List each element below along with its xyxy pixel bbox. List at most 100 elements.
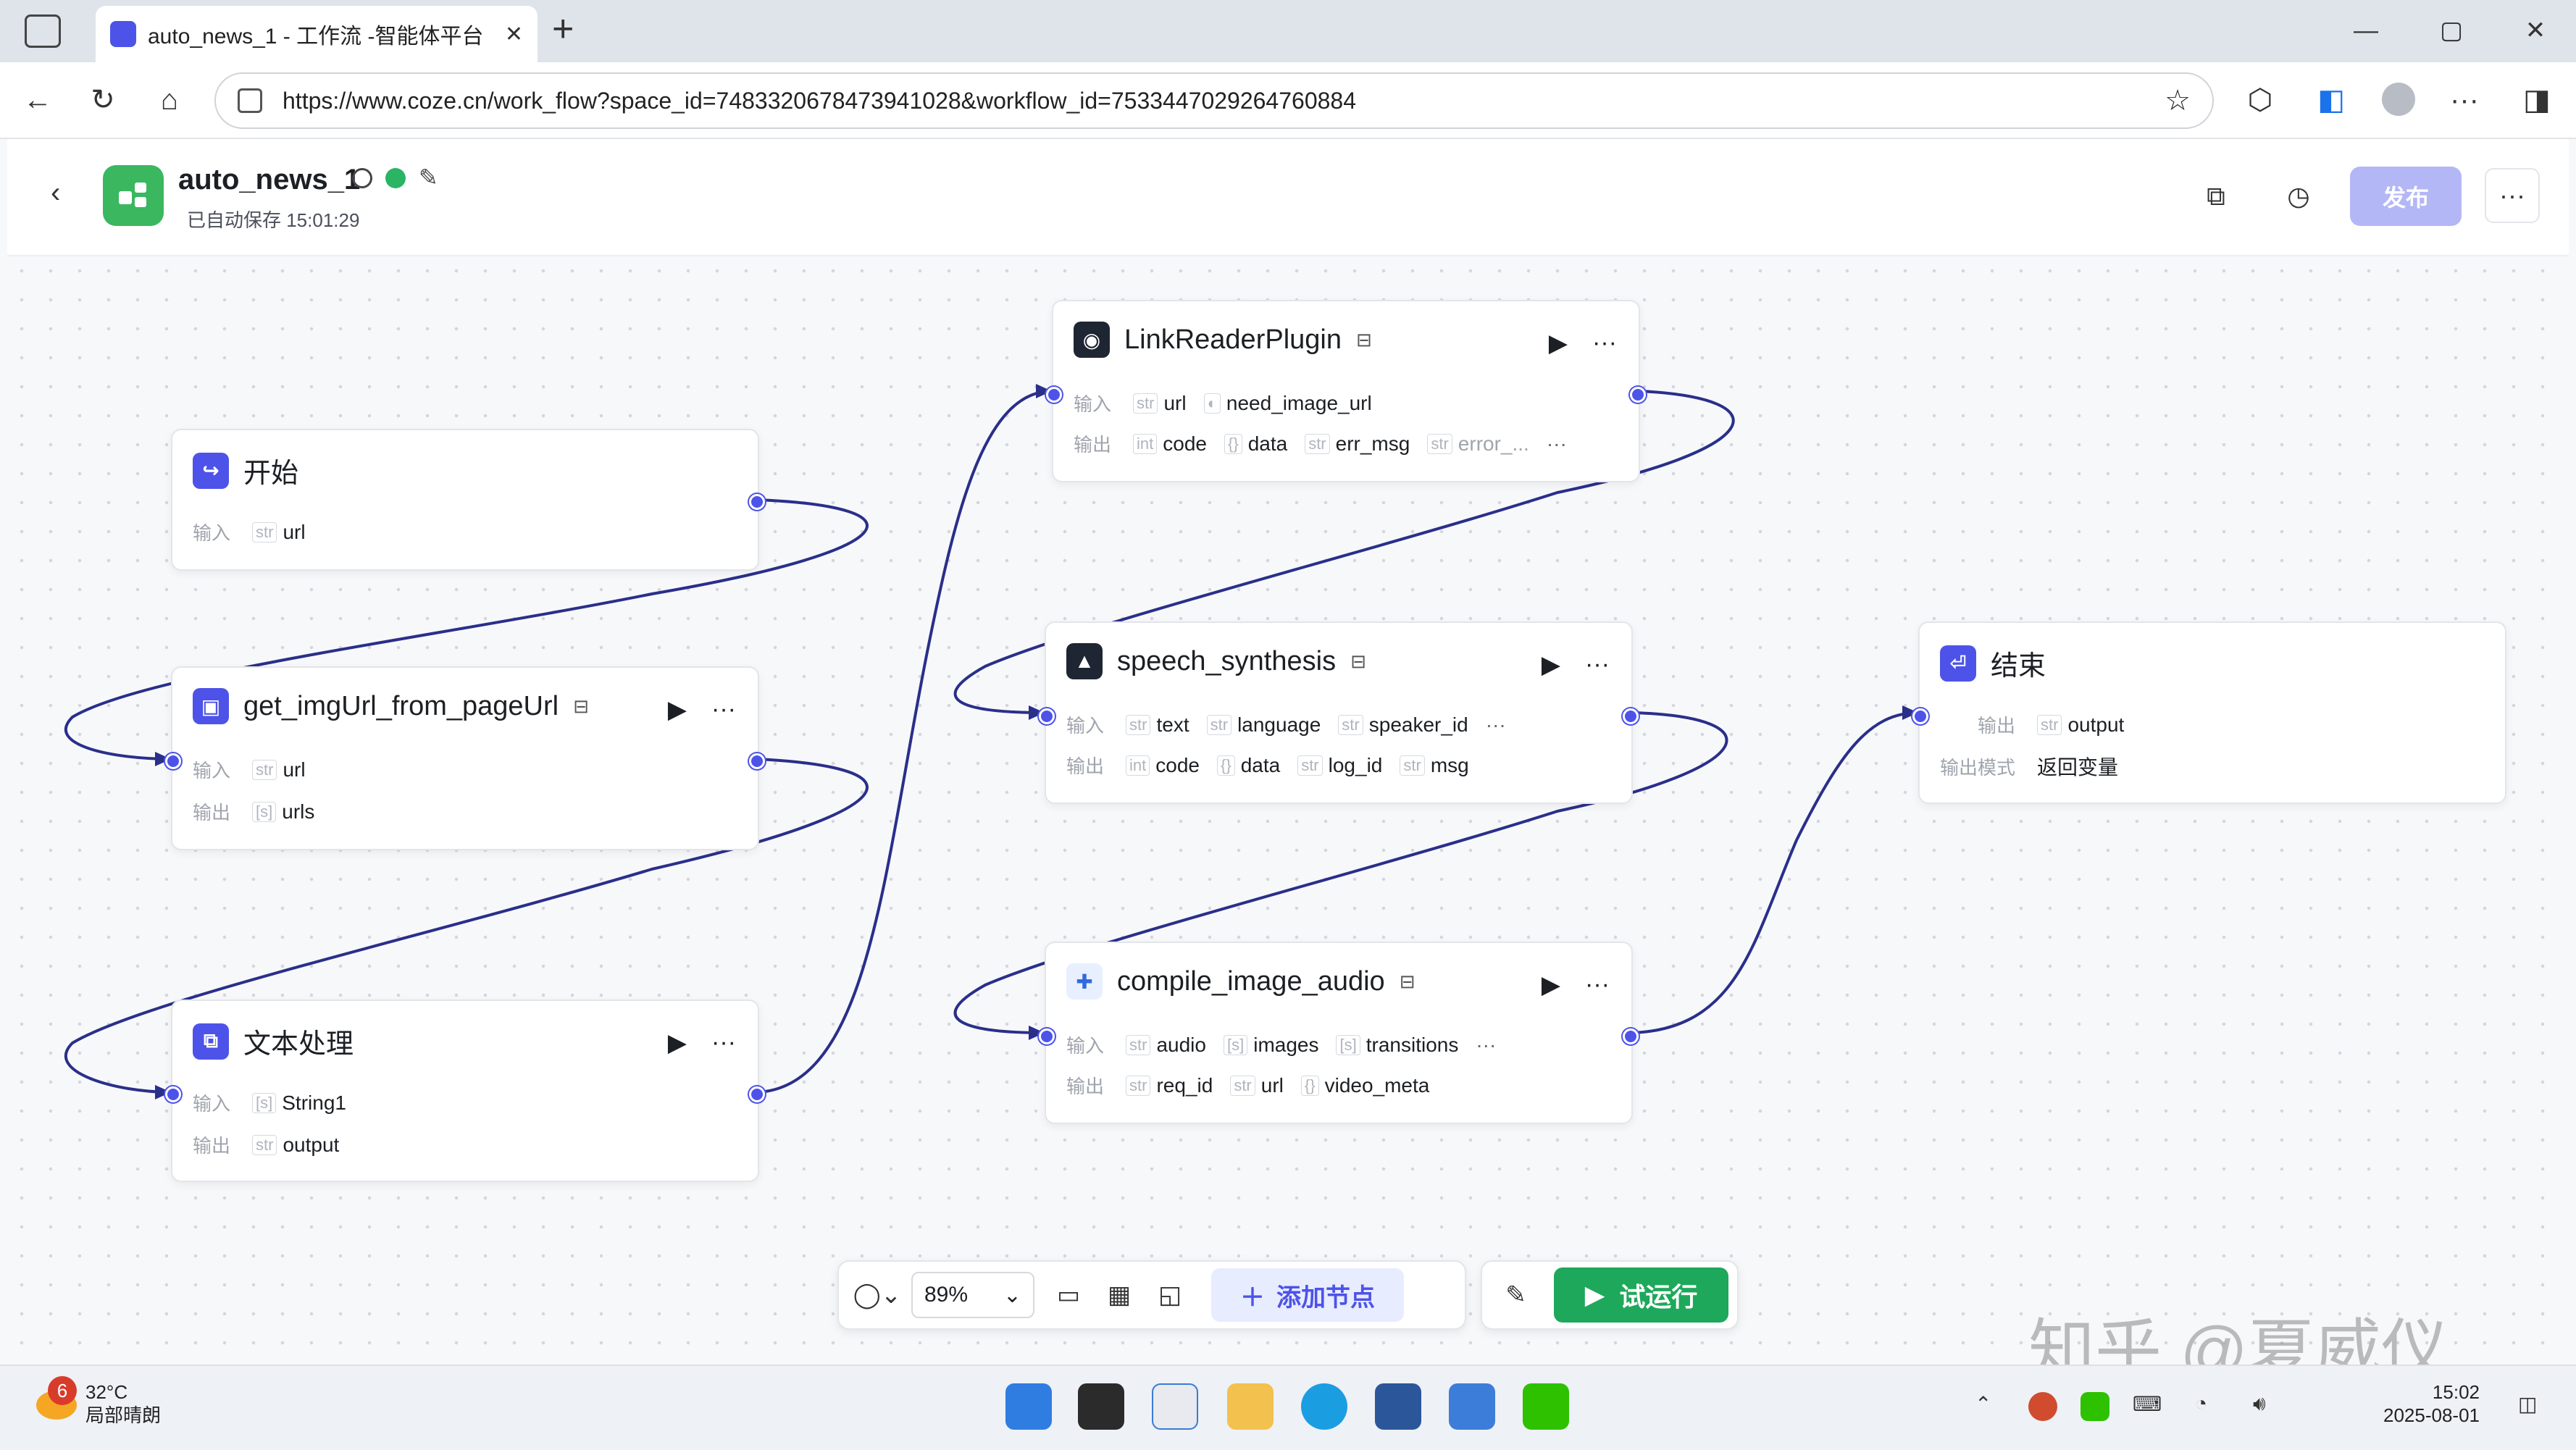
edge-collections-icon[interactable]: ◧ [2317, 84, 2345, 116]
output-port[interactable] [749, 1086, 765, 1102]
profile-avatar-icon[interactable] [2382, 83, 2415, 116]
notification-icon[interactable]: ◫ [2518, 1393, 2538, 1415]
minimap-icon[interactable]: ▭ [1056, 1281, 1081, 1309]
string-type-icon: str [252, 521, 277, 542]
info-icon[interactable] [352, 168, 372, 188]
output-label: 输出 [1066, 755, 1105, 777]
windows-start-icon[interactable] [1005, 1383, 1052, 1430]
edge-browser-icon[interactable] [1301, 1383, 1347, 1430]
node-more-icon[interactable]: ··· [1592, 329, 1617, 356]
new-tab-button[interactable]: + [552, 8, 574, 50]
clock-date: 2025-08-01 [2383, 1404, 2480, 1426]
zoom-select[interactable]: 89%⌄ [911, 1272, 1034, 1318]
maximize-icon[interactable]: ▢ [2439, 17, 2464, 44]
auto-layout-icon[interactable]: ▦ [1107, 1281, 1132, 1309]
tab-actions-icon[interactable] [25, 14, 61, 48]
volume-icon[interactable]: 🔊︎ [2253, 1392, 2266, 1415]
browser-menu-icon[interactable]: ··· [2450, 83, 2479, 116]
output-port[interactable] [1623, 1028, 1639, 1044]
param: data [1247, 432, 1288, 455]
input-port[interactable] [1039, 708, 1055, 724]
more-params-icon[interactable]: ··· [1476, 1033, 1497, 1056]
run-node-icon[interactable]: ▶ [667, 696, 687, 724]
file-explorer-icon[interactable] [1227, 1383, 1274, 1430]
wechat-tray-icon[interactable] [2081, 1392, 2109, 1421]
copy-icon[interactable]: ⧉ [2207, 180, 2225, 211]
string-type-icon: str [1230, 1075, 1255, 1096]
weather-alert-badge: 6 [48, 1376, 77, 1405]
plugin-badge-icon: ⊟ [1399, 970, 1415, 992]
add-node-button[interactable]: ＋添加节点 [1211, 1268, 1404, 1322]
output-mode-value: 返回变量 [2037, 756, 2119, 779]
output-port[interactable] [749, 494, 765, 510]
back-chevron-icon[interactable]: ‹ [51, 177, 61, 209]
edit-icon[interactable]: ✎ [419, 164, 438, 190]
windows-taskbar [0, 1365, 2576, 1450]
debug-wrench-icon[interactable]: ✎ [1505, 1281, 1526, 1309]
run-node-icon[interactable]: ▶ [1541, 651, 1561, 679]
history-icon[interactable]: ◷ [2287, 181, 2310, 211]
string-type-icon: str [1126, 1034, 1151, 1055]
node-title: 结束 [1991, 651, 2046, 682]
qq-tray-icon[interactable] [2028, 1392, 2057, 1421]
more-params-icon[interactable]: ··· [1485, 713, 1506, 736]
snipping-tool-icon[interactable] [1152, 1383, 1198, 1430]
favorite-star-icon[interactable]: ☆ [2165, 85, 2191, 117]
node-title: 文本处理 [243, 1029, 354, 1060]
node-more-icon[interactable]: ··· [711, 1028, 736, 1056]
comment-icon[interactable]: ◱ [1158, 1281, 1182, 1309]
input-port[interactable] [1039, 1028, 1055, 1044]
input-port[interactable] [1046, 387, 1062, 403]
more-params-icon[interactable]: ··· [1546, 432, 1567, 455]
node-more-icon[interactable]: ··· [1585, 971, 1610, 998]
network-icon[interactable]: ◔ [2195, 1392, 2207, 1415]
run-node-icon[interactable]: ▶ [667, 1029, 687, 1057]
tray-chevron-icon[interactable]: ⌃ [1975, 1393, 1992, 1415]
notepad-icon[interactable] [1449, 1383, 1495, 1430]
output-port[interactable] [749, 753, 765, 769]
minimize-icon[interactable]: — [2354, 16, 2378, 44]
browser-tab-active[interactable]: auto_news_1 - 工作流 -智能体平台 ✕ [96, 6, 538, 62]
site-info-icon[interactable] [238, 88, 262, 113]
input-label: 输入 [193, 522, 231, 544]
param: audio [1156, 1033, 1206, 1056]
extension-icon[interactable]: ⬡ [2247, 84, 2273, 116]
wechat-icon[interactable] [1523, 1383, 1569, 1430]
run-node-icon[interactable]: ▶ [1548, 330, 1568, 357]
param: url [283, 758, 306, 781]
node-more-icon[interactable]: ··· [711, 695, 736, 723]
sidebar-toggle-icon[interactable]: ◨ [2523, 84, 2551, 116]
tab-close-icon[interactable]: ✕ [504, 22, 523, 46]
publish-button[interactable]: 发布 [2350, 167, 2462, 226]
back-icon[interactable]: ← [23, 83, 52, 116]
task-view-icon[interactable] [1078, 1383, 1124, 1430]
more-menu-button[interactable]: ··· [2485, 168, 2540, 223]
test-run-button[interactable]: ▶试运行 [1554, 1267, 1728, 1323]
node-more-icon[interactable]: ··· [1585, 650, 1610, 678]
input-port[interactable] [1912, 708, 1928, 724]
output-port[interactable] [1623, 708, 1639, 724]
mouse-mode-icon[interactable]: ◯⌄ [853, 1281, 902, 1309]
run-node-icon[interactable]: ▶ [1541, 971, 1561, 999]
input-port[interactable] [165, 1086, 181, 1102]
output-label: 输出 [1074, 434, 1112, 456]
window-close-icon[interactable]: ✕ [2525, 17, 2546, 44]
output-port[interactable] [1630, 387, 1646, 403]
input-port[interactable] [165, 753, 181, 769]
word-icon[interactable] [1375, 1383, 1421, 1430]
reload-icon[interactable]: ↻ [91, 84, 115, 116]
keyboard-icon[interactable]: ⌨ [2133, 1393, 2162, 1415]
home-icon[interactable]: ⌂ [160, 83, 179, 116]
address-bar[interactable]: https://www.coze.cn/work_flow?space_id=7… [214, 72, 2214, 129]
array-type-icon: [s] [252, 1092, 277, 1113]
text-process-icon: ⧉ [193, 1023, 229, 1060]
